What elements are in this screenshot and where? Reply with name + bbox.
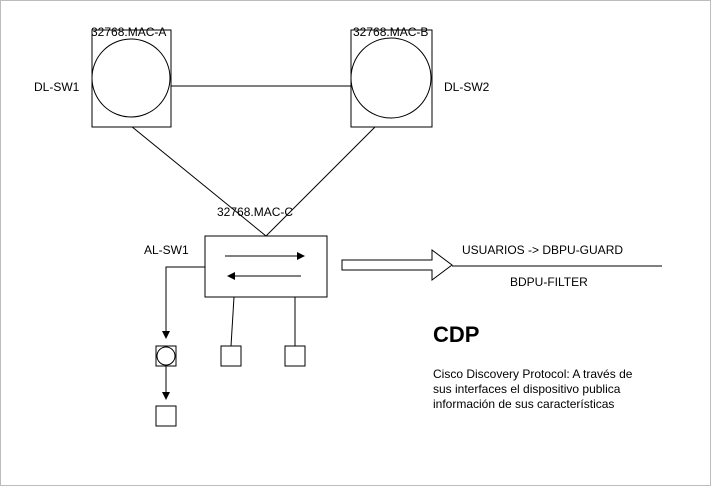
link-al-sw1-host-2 — [230, 296, 235, 347]
usuarios-annotation: USUARIOS -> DBPU-GUARD — [462, 243, 624, 257]
switch-dl-sw1 — [91, 29, 172, 128]
link-al-sw1-host-1 — [162, 266, 205, 339]
dl-sw2-name: DL-SW2 — [444, 80, 490, 94]
link-dl-sw1-al-sw1 — [130, 125, 267, 237]
bdpu-filter-annotation: BDPU-FILTER — [510, 275, 588, 289]
block-arrow — [341, 249, 453, 281]
link-dl-sw2-al-sw1 — [265, 125, 377, 237]
cdp-description: Cisco Discovery Protocol: A través de su… — [433, 367, 633, 411]
host-1 — [155, 345, 177, 367]
switch-dl-sw2 — [350, 29, 433, 128]
host-4 — [155, 405, 177, 427]
al-sw1-name: AL-SW1 — [144, 243, 189, 257]
cdp-title: CDP — [433, 322, 480, 347]
dl-sw1-bridge-id: 32768.MAC-A — [91, 25, 167, 39]
dl-sw2-bridge-id: 32768.MAC-B — [353, 25, 429, 39]
dl-sw1-name: DL-SW1 — [34, 80, 80, 94]
host-2 — [220, 345, 242, 367]
switch-al-sw1 — [204, 235, 328, 298]
host-3 — [284, 345, 306, 367]
al-sw1-bridge-id: 32768.MAC-C — [217, 205, 294, 219]
